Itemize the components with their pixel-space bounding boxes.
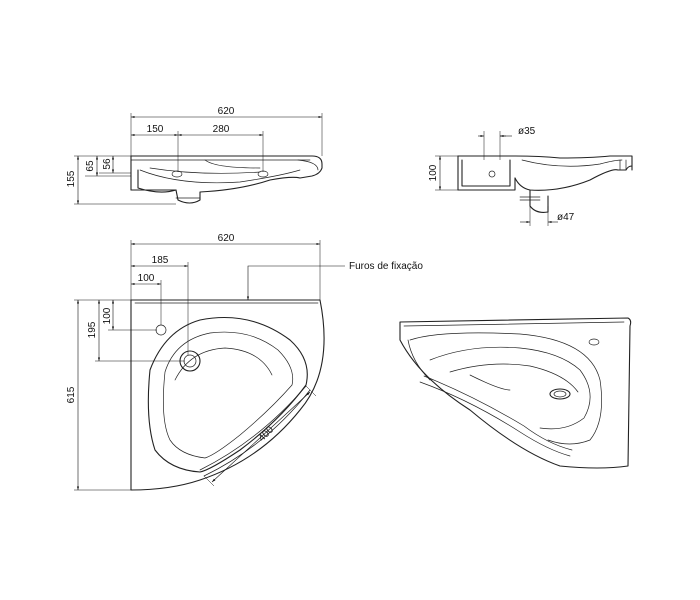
plan-outline xyxy=(130,299,325,491)
dim-section-100: 100 xyxy=(428,164,439,181)
dim-side-150: 150 xyxy=(147,124,164,135)
dim-plan-615: 615 xyxy=(66,386,77,403)
dim-plan-195: 195 xyxy=(87,321,98,338)
perspective-drain xyxy=(549,388,571,400)
side-elevation-view: 620 150 280 155 65 56 xyxy=(66,106,323,205)
dim-section-d35: ø35 xyxy=(518,126,536,137)
side-elevation-outline xyxy=(130,155,323,204)
dim-side-620: 620 xyxy=(218,106,235,117)
dim-plan-185: 185 xyxy=(152,255,169,266)
section-view: ø35 100 ø47 xyxy=(428,126,633,226)
dim-plan-620: 620 xyxy=(218,233,235,244)
perspective-view xyxy=(399,317,632,469)
dim-side-155: 155 xyxy=(66,170,77,187)
section-dimensions: ø35 100 ø47 xyxy=(428,126,575,226)
dim-plan-100-v: 100 xyxy=(102,307,113,324)
dim-side-56: 56 xyxy=(102,158,113,170)
dim-side-280: 280 xyxy=(213,124,230,135)
fixing-holes-label: Furos de fixação xyxy=(349,261,423,272)
perspective-tap-hole xyxy=(588,338,600,346)
section-outline xyxy=(457,155,633,213)
dim-plan-100-h: 100 xyxy=(138,273,155,284)
dim-section-d47: ø47 xyxy=(557,212,575,223)
side-elevation-dimensions: 620 150 280 155 65 56 xyxy=(66,106,323,205)
plan-view: 620 185 100 615 195 100 400 Furos de fix… xyxy=(66,233,423,491)
dim-side-65: 65 xyxy=(85,160,96,172)
plan-dimensions: 620 185 100 615 195 100 400 Furos de fix… xyxy=(66,233,423,491)
